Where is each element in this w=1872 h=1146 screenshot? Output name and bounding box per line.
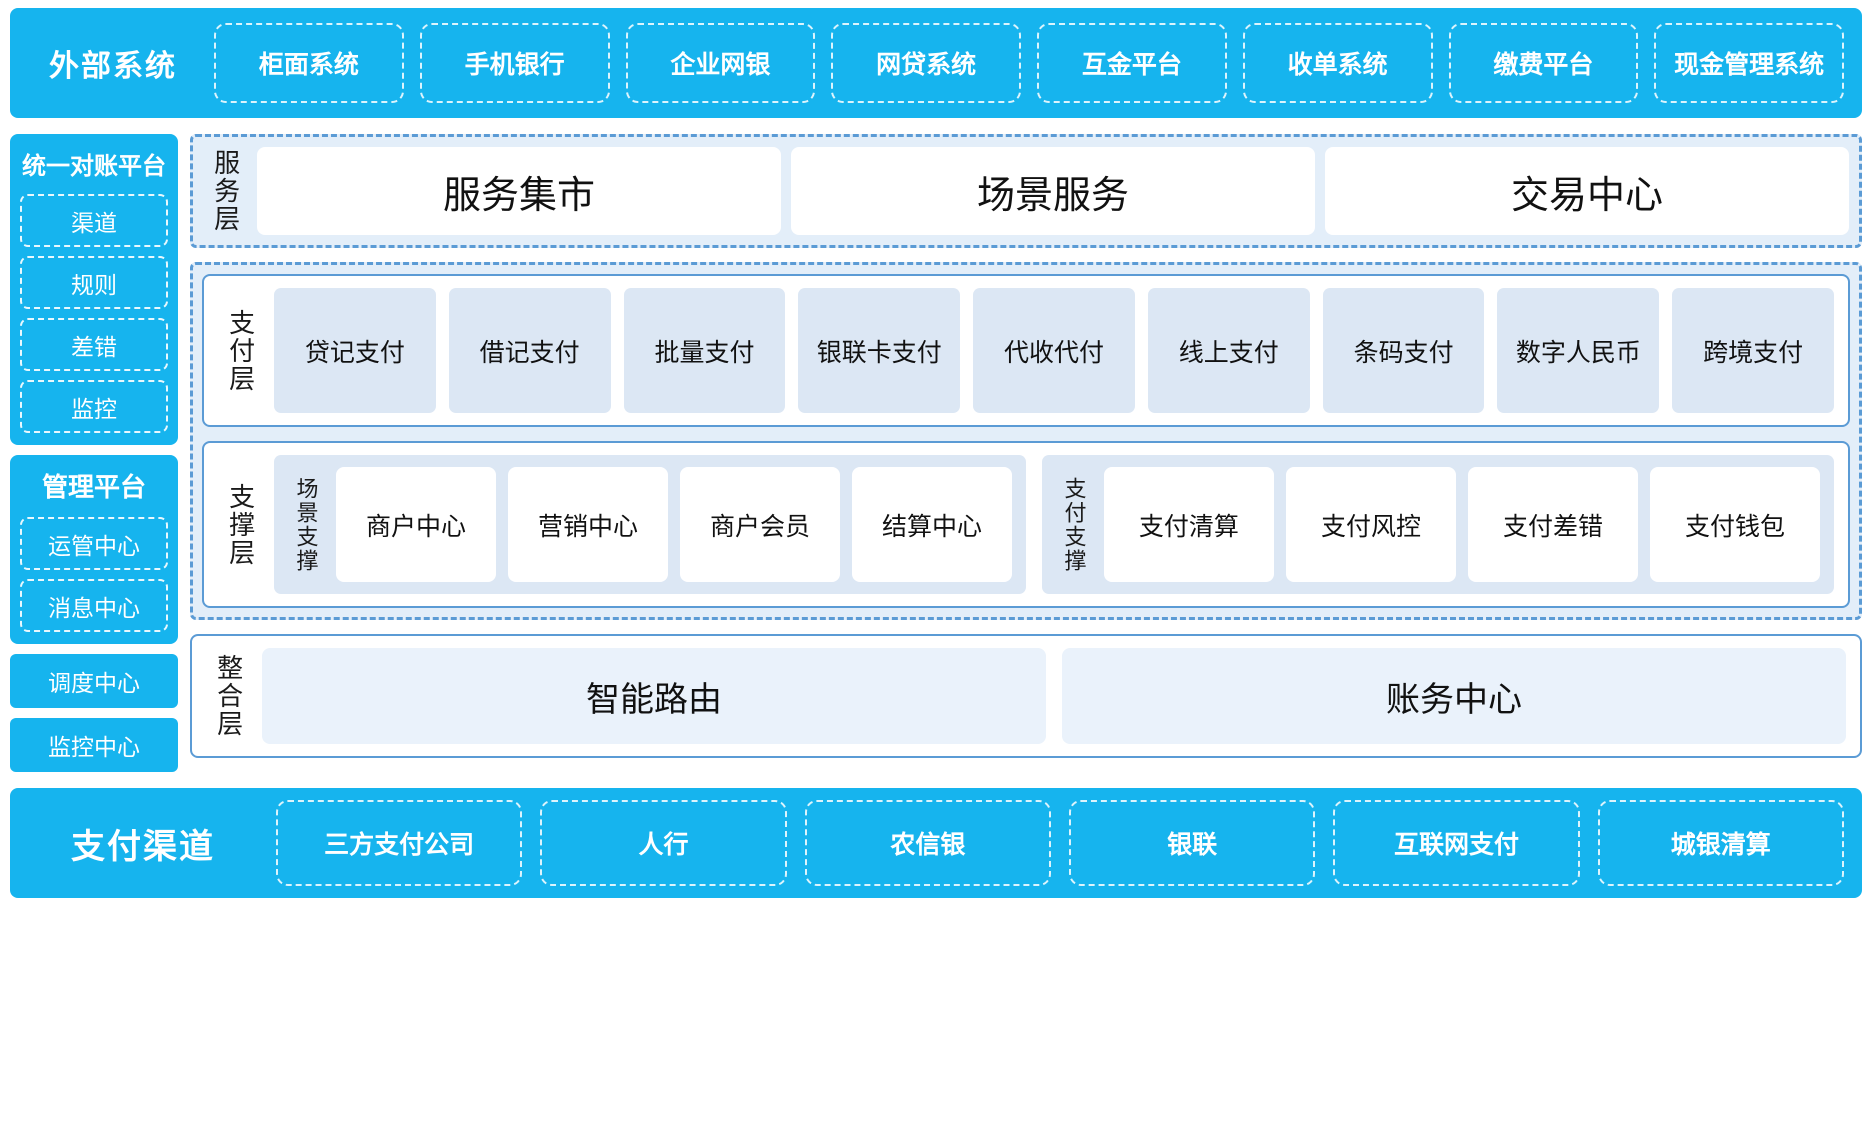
support-layer-label: 支撑层 (225, 482, 256, 567)
rail-item-message-center[interactable]: 消息中心 (20, 579, 168, 632)
support-group-payment: 支付支撑 支付清算 支付风控 支付差错 支付钱包 (1041, 455, 1834, 594)
integration-layer-label: 整合层 (213, 654, 244, 738)
service-item-transaction-center[interactable]: 交易中心 (1325, 147, 1849, 235)
payment-channels-band: 支付渠道 三方支付公司 人行 农信银 银联 互联网支付 城银清算 (10, 788, 1862, 898)
integration-item-accounting-center[interactable]: 账务中心 (1062, 648, 1846, 744)
payment-layer-label: 支付层 (225, 308, 256, 393)
rail-item-monitoring-center[interactable]: 监控中心 (10, 718, 178, 772)
channel-item-cccs[interactable]: 城银清算 (1597, 800, 1844, 886)
payment-item-online[interactable]: 线上支付 (1147, 288, 1310, 413)
integration-layer-panel: 整合层 智能路由 账务中心 (190, 634, 1862, 758)
support-group-scenario: 场景支撑 商户中心 营销中心 商户会员 结算中心 (274, 455, 1026, 594)
channel-item-internet-payment[interactable]: 互联网支付 (1333, 800, 1580, 886)
external-system-item[interactable]: 收单系统 (1242, 23, 1433, 103)
reconciliation-platform-title: 统一对账平台 (22, 153, 166, 180)
service-layer-wrap: 服务层 服务集市 场景服务 交易中心 (190, 134, 1862, 248)
payment-layer-panel: 支付层 贷记支付 借记支付 批量支付 银联卡支付 代收代付 线上支付 条码支付 … (202, 274, 1850, 427)
external-systems-title: 外部系统 (49, 50, 177, 83)
left-rail: 统一对账平台 渠道 规则 差错 监控 管理平台 运管中心 消息中心 调度中心 监… (10, 134, 178, 772)
external-system-item[interactable]: 企业网银 (625, 23, 816, 103)
payment-channels-title: 支付渠道 (71, 827, 215, 866)
payment-item-collection-payment[interactable]: 代收代付 (973, 288, 1135, 413)
rail-item-monitor[interactable]: 监控 (20, 380, 168, 433)
service-layer-row: 服务层 服务集市 场景服务 交易中心 (203, 147, 1849, 235)
rail-item-rule[interactable]: 规则 (20, 256, 168, 309)
support-item-payment-risk[interactable]: 支付风控 (1285, 467, 1456, 582)
layer-stack: 服务层 服务集市 场景服务 交易中心 支付层 贷记支付 借记支付 批量支付 银联… (190, 134, 1862, 758)
reconciliation-platform-card: 统一对账平台 渠道 规则 差错 监控 (10, 134, 178, 445)
management-platform-title: 管理平台 (41, 472, 146, 502)
payment-item-barcode[interactable]: 条码支付 (1322, 288, 1485, 413)
support-item-payment-wallet[interactable]: 支付钱包 (1650, 467, 1821, 582)
support-item-payment-clearing[interactable]: 支付清算 (1103, 467, 1274, 582)
support-item-payment-error[interactable]: 支付差错 (1467, 467, 1638, 582)
payment-item-debit[interactable]: 借记支付 (448, 288, 611, 413)
service-item-marketplace[interactable]: 服务集市 (257, 147, 781, 235)
support-layer-panel: 支撑层 场景支撑 商户中心 营销中心 商户会员 结算中心 支付支撑 支付清算 (202, 441, 1850, 608)
support-item-marketing-center[interactable]: 营销中心 (507, 467, 668, 582)
rail-item-scheduling-center[interactable]: 调度中心 (10, 654, 178, 708)
external-system-item[interactable]: 手机银行 (419, 23, 610, 103)
support-group-payment-label: 支付支撑 (1061, 476, 1087, 573)
rail-item-error[interactable]: 差错 (20, 318, 168, 371)
channel-item-pboc[interactable]: 人行 (540, 800, 787, 886)
service-layer-label: 服务层 (210, 149, 241, 233)
channel-item-third-party[interactable]: 三方支付公司 (276, 800, 523, 886)
channel-item-unionpay[interactable]: 银联 (1068, 800, 1316, 886)
integration-item-smart-routing[interactable]: 智能路由 (262, 648, 1046, 744)
payment-item-unionpay-card[interactable]: 银联卡支付 (798, 288, 961, 413)
support-item-settlement-center[interactable]: 结算中心 (851, 467, 1012, 582)
support-item-merchant-member[interactable]: 商户会员 (679, 467, 840, 582)
integration-grid: 智能路由 账务中心 (262, 648, 1846, 744)
external-system-item[interactable]: 缴费平台 (1448, 23, 1639, 103)
external-systems-band: 外部系统 柜面系统 手机银行 企业网银 网贷系统 互金平台 收单系统 缴费平台 … (10, 8, 1862, 118)
management-platform-card: 管理平台 运管中心 消息中心 (10, 455, 178, 644)
support-groups: 场景支撑 商户中心 营销中心 商户会员 结算中心 支付支撑 支付清算 支付风控 … (274, 455, 1834, 594)
support-group-scenario-label: 场景支撑 (293, 476, 319, 573)
external-system-item[interactable]: 现金管理系统 (1654, 23, 1844, 103)
channel-item-rcc[interactable]: 农信银 (804, 800, 1051, 886)
external-system-item[interactable]: 网贷系统 (831, 23, 1021, 103)
payment-item-credit[interactable]: 贷记支付 (274, 288, 436, 413)
payment-layer-grid: 贷记支付 借记支付 批量支付 银联卡支付 代收代付 线上支付 条码支付 数字人民… (274, 288, 1835, 413)
middle-region: 统一对账平台 渠道 规则 差错 监控 管理平台 运管中心 消息中心 调度中心 监… (10, 134, 1862, 772)
payment-item-digital-rmb[interactable]: 数字人民币 (1497, 288, 1660, 413)
payment-item-batch[interactable]: 批量支付 (623, 288, 786, 413)
rail-item-channel[interactable]: 渠道 (20, 194, 168, 247)
rail-item-operations-center[interactable]: 运管中心 (20, 517, 168, 570)
external-system-item[interactable]: 互金平台 (1037, 23, 1227, 103)
core-platform-wrap: 支付层 贷记支付 借记支付 批量支付 银联卡支付 代收代付 线上支付 条码支付 … (190, 262, 1862, 620)
support-item-merchant-center[interactable]: 商户中心 (336, 467, 496, 582)
external-system-item[interactable]: 柜面系统 (214, 23, 404, 103)
payment-item-cross-border[interactable]: 跨境支付 (1672, 288, 1835, 413)
service-item-scenario[interactable]: 场景服务 (791, 147, 1315, 235)
